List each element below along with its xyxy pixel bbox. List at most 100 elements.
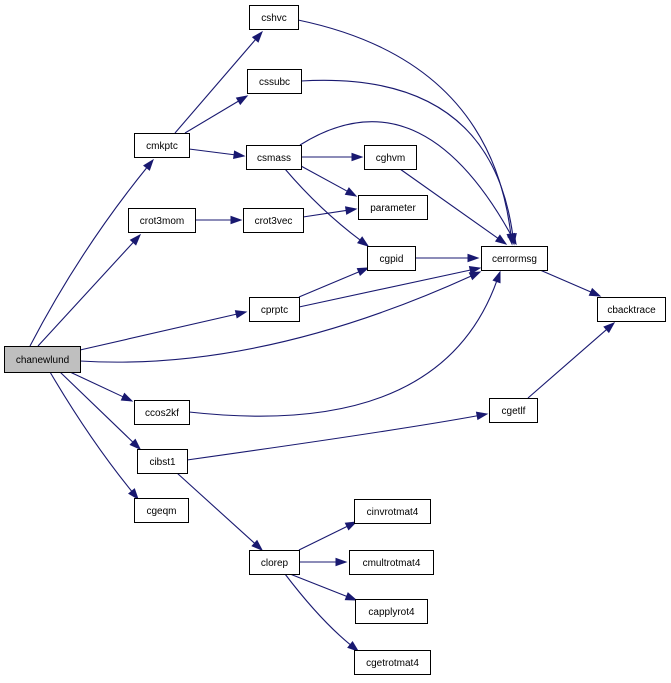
- node-csmass[interactable]: csmass: [246, 145, 302, 170]
- edge-line: [298, 525, 349, 551]
- edge-cgpid-to-cerrormsg: [415, 253, 480, 263]
- edge-chanewlund-to-cibst1: [59, 371, 142, 451]
- arrowhead: [351, 152, 364, 162]
- edge-line: [49, 371, 133, 493]
- node-label: cssubc: [259, 77, 290, 88]
- node-clorep[interactable]: clorep: [249, 550, 300, 575]
- arrowhead: [129, 438, 142, 451]
- node-parameter[interactable]: parameter: [358, 195, 428, 220]
- node-box: [137, 449, 188, 474]
- edge-line: [186, 415, 479, 461]
- arrowhead: [492, 270, 501, 284]
- node-label: clorep: [261, 558, 289, 569]
- node-box: [481, 246, 548, 271]
- node-box: [354, 650, 431, 675]
- node-cssubc[interactable]: cssubc: [247, 69, 302, 94]
- arrowhead: [120, 392, 134, 402]
- node-cprptc[interactable]: cprptc: [249, 297, 300, 322]
- arrowhead: [494, 234, 508, 245]
- edge-csmass-to-cgpid: [284, 168, 370, 247]
- arrowhead: [344, 521, 358, 531]
- node-cinvrotmat4[interactable]: cinvrotmat4: [354, 499, 431, 524]
- node-cgpid[interactable]: cgpid: [367, 246, 416, 271]
- edge-line: [300, 165, 349, 193]
- node-chanewlund[interactable]: chanewlund: [4, 346, 81, 373]
- node-box: [358, 195, 428, 220]
- arrowhead: [128, 488, 139, 501]
- node-cmkptc[interactable]: cmkptc: [134, 133, 190, 158]
- edge-ccos2kf-to-cerrormsg: [188, 270, 501, 417]
- edge-line: [300, 79, 514, 236]
- edge-chanewlund-to-cprptc: [79, 310, 248, 351]
- arrowhead: [335, 557, 348, 567]
- node-box: [134, 133, 190, 158]
- edge-line: [37, 241, 135, 347]
- node-crot3vec[interactable]: crot3vec: [243, 208, 304, 233]
- arrowhead: [344, 592, 358, 601]
- edge-line: [284, 573, 352, 646]
- edge-line: [79, 313, 238, 351]
- node-cshvc[interactable]: cshvc: [249, 5, 299, 30]
- edge-line: [539, 269, 592, 293]
- arrowhead: [143, 158, 154, 171]
- node-box: [364, 145, 417, 170]
- edge-line: [184, 100, 240, 134]
- node-label: cmkptc: [146, 141, 178, 152]
- node-box: [249, 297, 300, 322]
- edge-cibst1-to-cgetlf: [186, 411, 489, 461]
- arrowhead: [235, 95, 249, 106]
- node-label: ccos2kf: [145, 408, 179, 419]
- edge-line: [188, 280, 498, 417]
- edge-line: [284, 168, 362, 242]
- node-box: [243, 208, 304, 233]
- edge-cerrormsg-to-cbacktrace: [539, 269, 602, 297]
- arrowhead: [347, 641, 360, 652]
- edge-clorep-to-cmultrotmat4: [299, 557, 348, 567]
- arrowhead: [230, 215, 243, 225]
- edge-csmass-to-cerrormsg: [299, 121, 517, 246]
- node-cmultrotmat4[interactable]: cmultrotmat4: [349, 550, 434, 575]
- node-cgetlf[interactable]: cgetlf: [489, 398, 538, 423]
- edge-line: [302, 209, 348, 218]
- edge-csmass-to-parameter: [300, 165, 358, 197]
- edge-line: [59, 371, 134, 444]
- edge-cibst1-to-clorep: [176, 472, 264, 551]
- arrowhead: [603, 322, 616, 334]
- node-box: [134, 498, 189, 523]
- edge-chanewlund-to-cgeqm: [49, 371, 139, 501]
- node-cghvm[interactable]: cghvm: [364, 145, 417, 170]
- arrowhead: [507, 232, 517, 246]
- node-cibst1[interactable]: cibst1: [137, 449, 188, 474]
- node-box: [249, 550, 300, 575]
- node-cgetrotmat4[interactable]: cgetrotmat4: [354, 650, 431, 675]
- arrowhead: [233, 150, 246, 159]
- node-label: cgeqm: [146, 506, 176, 517]
- arrowhead: [588, 287, 602, 297]
- edge-chanewlund-to-cerrormsg: [79, 271, 482, 363]
- node-capplyrot4[interactable]: capplyrot4: [355, 599, 428, 624]
- node-box: [246, 145, 302, 170]
- edge-line: [299, 121, 513, 237]
- edge-chanewlund-to-crot3mom: [37, 233, 141, 347]
- node-cerrormsg[interactable]: cerrormsg: [481, 246, 548, 271]
- node-box: [349, 550, 434, 575]
- edge-cgetlf-to-cbacktrace: [527, 322, 616, 399]
- edge-line: [399, 168, 499, 240]
- edge-clorep-to-cinvrotmat4: [298, 521, 358, 551]
- edge-clorep-to-cgetrotmat4: [284, 573, 360, 652]
- node-box: [367, 246, 416, 271]
- node-label: cinvrotmat4: [367, 507, 419, 518]
- node-box: [354, 499, 431, 524]
- call-graph-edges: [29, 19, 616, 652]
- node-label: cprptc: [261, 305, 288, 316]
- node-ccos2kf[interactable]: ccos2kf: [134, 400, 190, 425]
- node-cgeqm[interactable]: cgeqm: [134, 498, 189, 523]
- arrowhead: [356, 267, 370, 277]
- node-cbacktrace[interactable]: cbacktrace: [597, 297, 666, 322]
- node-crot3mom[interactable]: crot3mom: [128, 208, 196, 233]
- edge-csmass-to-cghvm: [301, 152, 364, 162]
- node-label: crot3vec: [255, 216, 293, 227]
- edge-line: [79, 275, 473, 363]
- arrowhead: [468, 265, 482, 275]
- edge-line: [298, 270, 360, 298]
